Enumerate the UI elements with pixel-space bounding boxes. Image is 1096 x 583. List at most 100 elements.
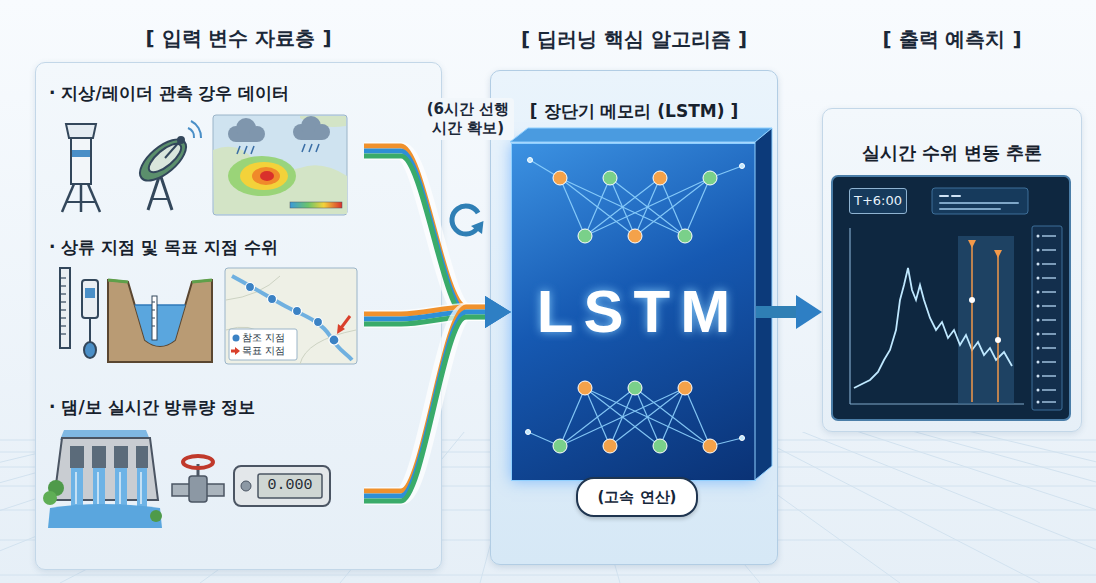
neural-network [585,178,610,236]
flow-meter-icon [234,466,330,506]
floor-grid [0,575,1096,576]
arrow-shaft [756,306,798,318]
legend-text: 참조 지점 [242,332,285,344]
input-flow-band [364,296,511,328]
forecast-screen [932,188,1028,214]
legend-holder: 목표 지점 [242,345,285,357]
cube-shading [510,128,772,480]
channel-cross-section [152,310,155,311]
rain-radar-map [309,144,312,152]
rain-gauge-icon [71,138,91,184]
river-station-map [268,295,277,304]
forecast-screen [1042,277,1056,279]
network-nodes [526,158,745,454]
loop-arrow [471,221,484,234]
input-title: · 상류 지점 및 목표 지점 수위 [49,235,278,259]
neural-network [685,388,710,446]
forecast-screen [958,236,1014,404]
channel-cross-section [152,302,155,326]
cube-shading [755,128,772,480]
forecast-screen [1037,347,1040,350]
valve-icon [172,456,224,502]
river-station-map [341,316,350,328]
rain-radar-map [240,162,288,190]
channel-cross-section [152,318,155,319]
dam-icon [93,468,105,508]
rain-gauge-icon [66,124,96,138]
forecast-screen [1042,333,1056,335]
network-nodes [653,171,667,185]
water-level-gauge [85,288,95,298]
rain-radar-map [236,134,257,142]
panel-heading: [ 출력 예측치 ] [882,26,1021,52]
radar-dish-icon [188,128,194,138]
cube-label: LSTM [527,280,740,344]
dam-icon [75,472,76,504]
valve-icon [183,456,213,468]
band-stripe [364,317,487,324]
rain-gauge-icon [80,184,83,212]
water-level-gauge [60,277,66,278]
forecast-screen [1042,401,1056,403]
dam-icon [140,472,141,504]
forecast-screen [971,240,973,402]
network-nodes [603,439,617,453]
band-stripe [364,312,487,496]
forecast-screen [1037,333,1040,336]
flow-meter-icon [241,481,251,491]
river-station-map [329,335,339,345]
rain-radar-map [252,167,280,185]
forecast-screen [940,208,1000,210]
dam-icon [43,491,57,505]
speed-pill: (고속 연산) [576,477,698,517]
forecast-screen [1037,305,1040,308]
dam-icon [48,504,162,528]
dam-icon [137,468,147,508]
forecast-screen [1042,249,1056,251]
forecast-screen [1037,249,1040,252]
radar-dish-icon [151,198,169,200]
neural-network [560,178,585,236]
forecast-screen [1037,319,1040,322]
loop-arrow [452,206,484,234]
network-nodes [653,439,667,453]
neural-network [660,388,685,446]
water-level-gauge [60,268,70,348]
river-station-map [231,347,240,355]
forecast-screen [832,176,1070,420]
forecast-screen [940,202,1018,204]
neural-network [585,388,710,446]
water-level-gauge [60,317,66,318]
rain-radar-map [213,115,347,215]
river-station-map [233,335,240,342]
network-nodes [703,171,717,185]
output-arrow [756,295,822,329]
network-nodes [740,436,745,441]
rain-gauge-icon [72,150,90,157]
water-level-gauge [60,333,66,334]
radar-dish-icon [133,121,201,210]
channel-cross-section [152,326,155,327]
rain-radar-map [251,146,254,154]
water-level-gauge [60,301,66,302]
dam-icon [150,510,162,522]
network-nodes [603,171,617,185]
rain-radar-map [316,144,319,152]
dam-icon [92,446,106,468]
time-badge: T+6:00 [849,188,907,214]
model-panel: [ 딥러닝 핵심 알고리즘 ][ 장단기 메모리 (LSTM) ]LSTM(고속… [490,70,778,565]
network-nodes [740,164,745,169]
forecast-screen [1037,263,1040,266]
river-station-map [225,268,357,364]
network-nodes [678,229,692,243]
band-backing [364,312,487,496]
forecast-screen [1042,347,1056,349]
dam-icon [114,446,128,468]
neural-network [635,388,710,446]
network-nodes [578,229,592,243]
river-station-map [314,318,323,327]
flow-meter-icon [234,466,330,506]
forecast-screen [854,268,1012,388]
network-nodes [628,229,642,243]
panel-heading: [ 입력 변수 자료층 ] [145,25,331,51]
